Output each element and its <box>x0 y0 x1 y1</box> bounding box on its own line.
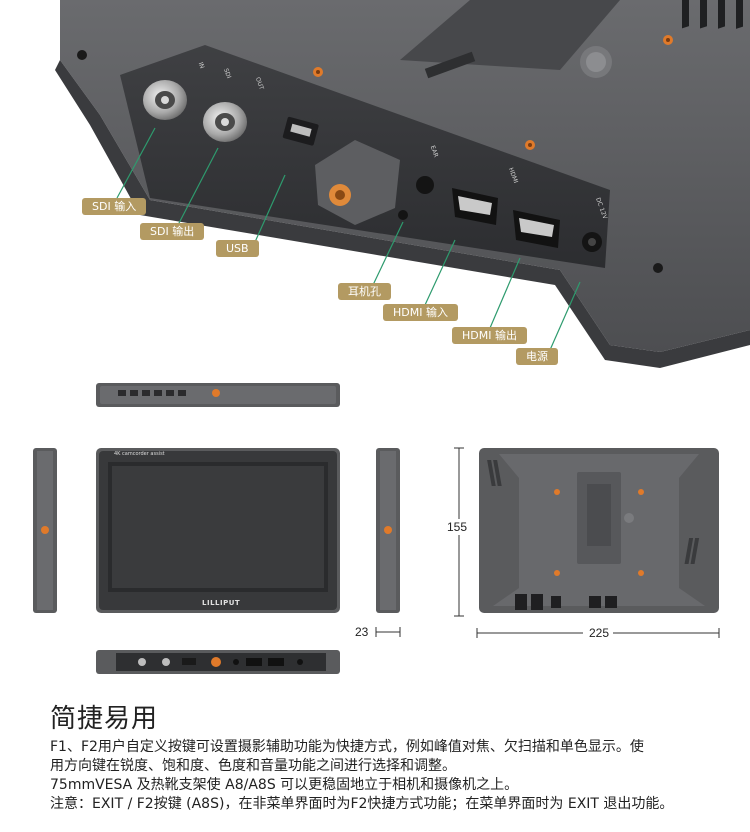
description-line: 注意：EXIT / F2按键 (A8S)，在非菜单界面时为F2快捷方式功能；在菜… <box>50 796 674 812</box>
label-hdmi-out: HDMI 输出 <box>452 327 527 344</box>
back-view <box>479 448 719 613</box>
top-view <box>96 383 340 407</box>
front-view <box>96 448 340 613</box>
right-side-view <box>376 448 400 613</box>
description-line: F1、F2用户自定义按键可设置摄影辅助功能为快捷方式，例如峰值对焦、欠扫描和单色… <box>50 739 644 755</box>
description-body: F1、F2用户自定义按键可设置摄影辅助功能为快捷方式，例如峰值对焦、欠扫描和单色… <box>50 738 740 814</box>
dim-depth: 23 <box>355 625 369 639</box>
dimension-lines <box>375 447 720 638</box>
front-badge-text: 4K camcorder assist <box>114 451 165 457</box>
bottom-view <box>96 650 340 674</box>
label-power: 电源 <box>516 348 558 365</box>
section-title: 简捷易用 <box>50 704 159 734</box>
left-side-view <box>33 448 57 613</box>
dim-width: 225 <box>589 626 610 640</box>
description-line: 75mmVESA 及热靴支架使 A8/A8S 可以更稳固地立于相机和摄像机之上。 <box>50 777 519 793</box>
rear-panel-closeup <box>55 0 750 368</box>
description-line: 用方向键在锐度、饱和度、色度和音量功能之间进行选择和调整。 <box>50 758 456 774</box>
label-usb: USB <box>216 240 259 257</box>
label-sdi-in: SDI 输入 <box>82 198 147 215</box>
label-hdmi-in: HDMI 输入 <box>383 304 458 321</box>
brand-logo: LILLIPUT <box>202 599 241 607</box>
label-earphone: 耳机孔 <box>338 283 391 300</box>
dim-height: 155 <box>447 519 468 535</box>
label-sdi-out: SDI 输出 <box>140 223 205 240</box>
